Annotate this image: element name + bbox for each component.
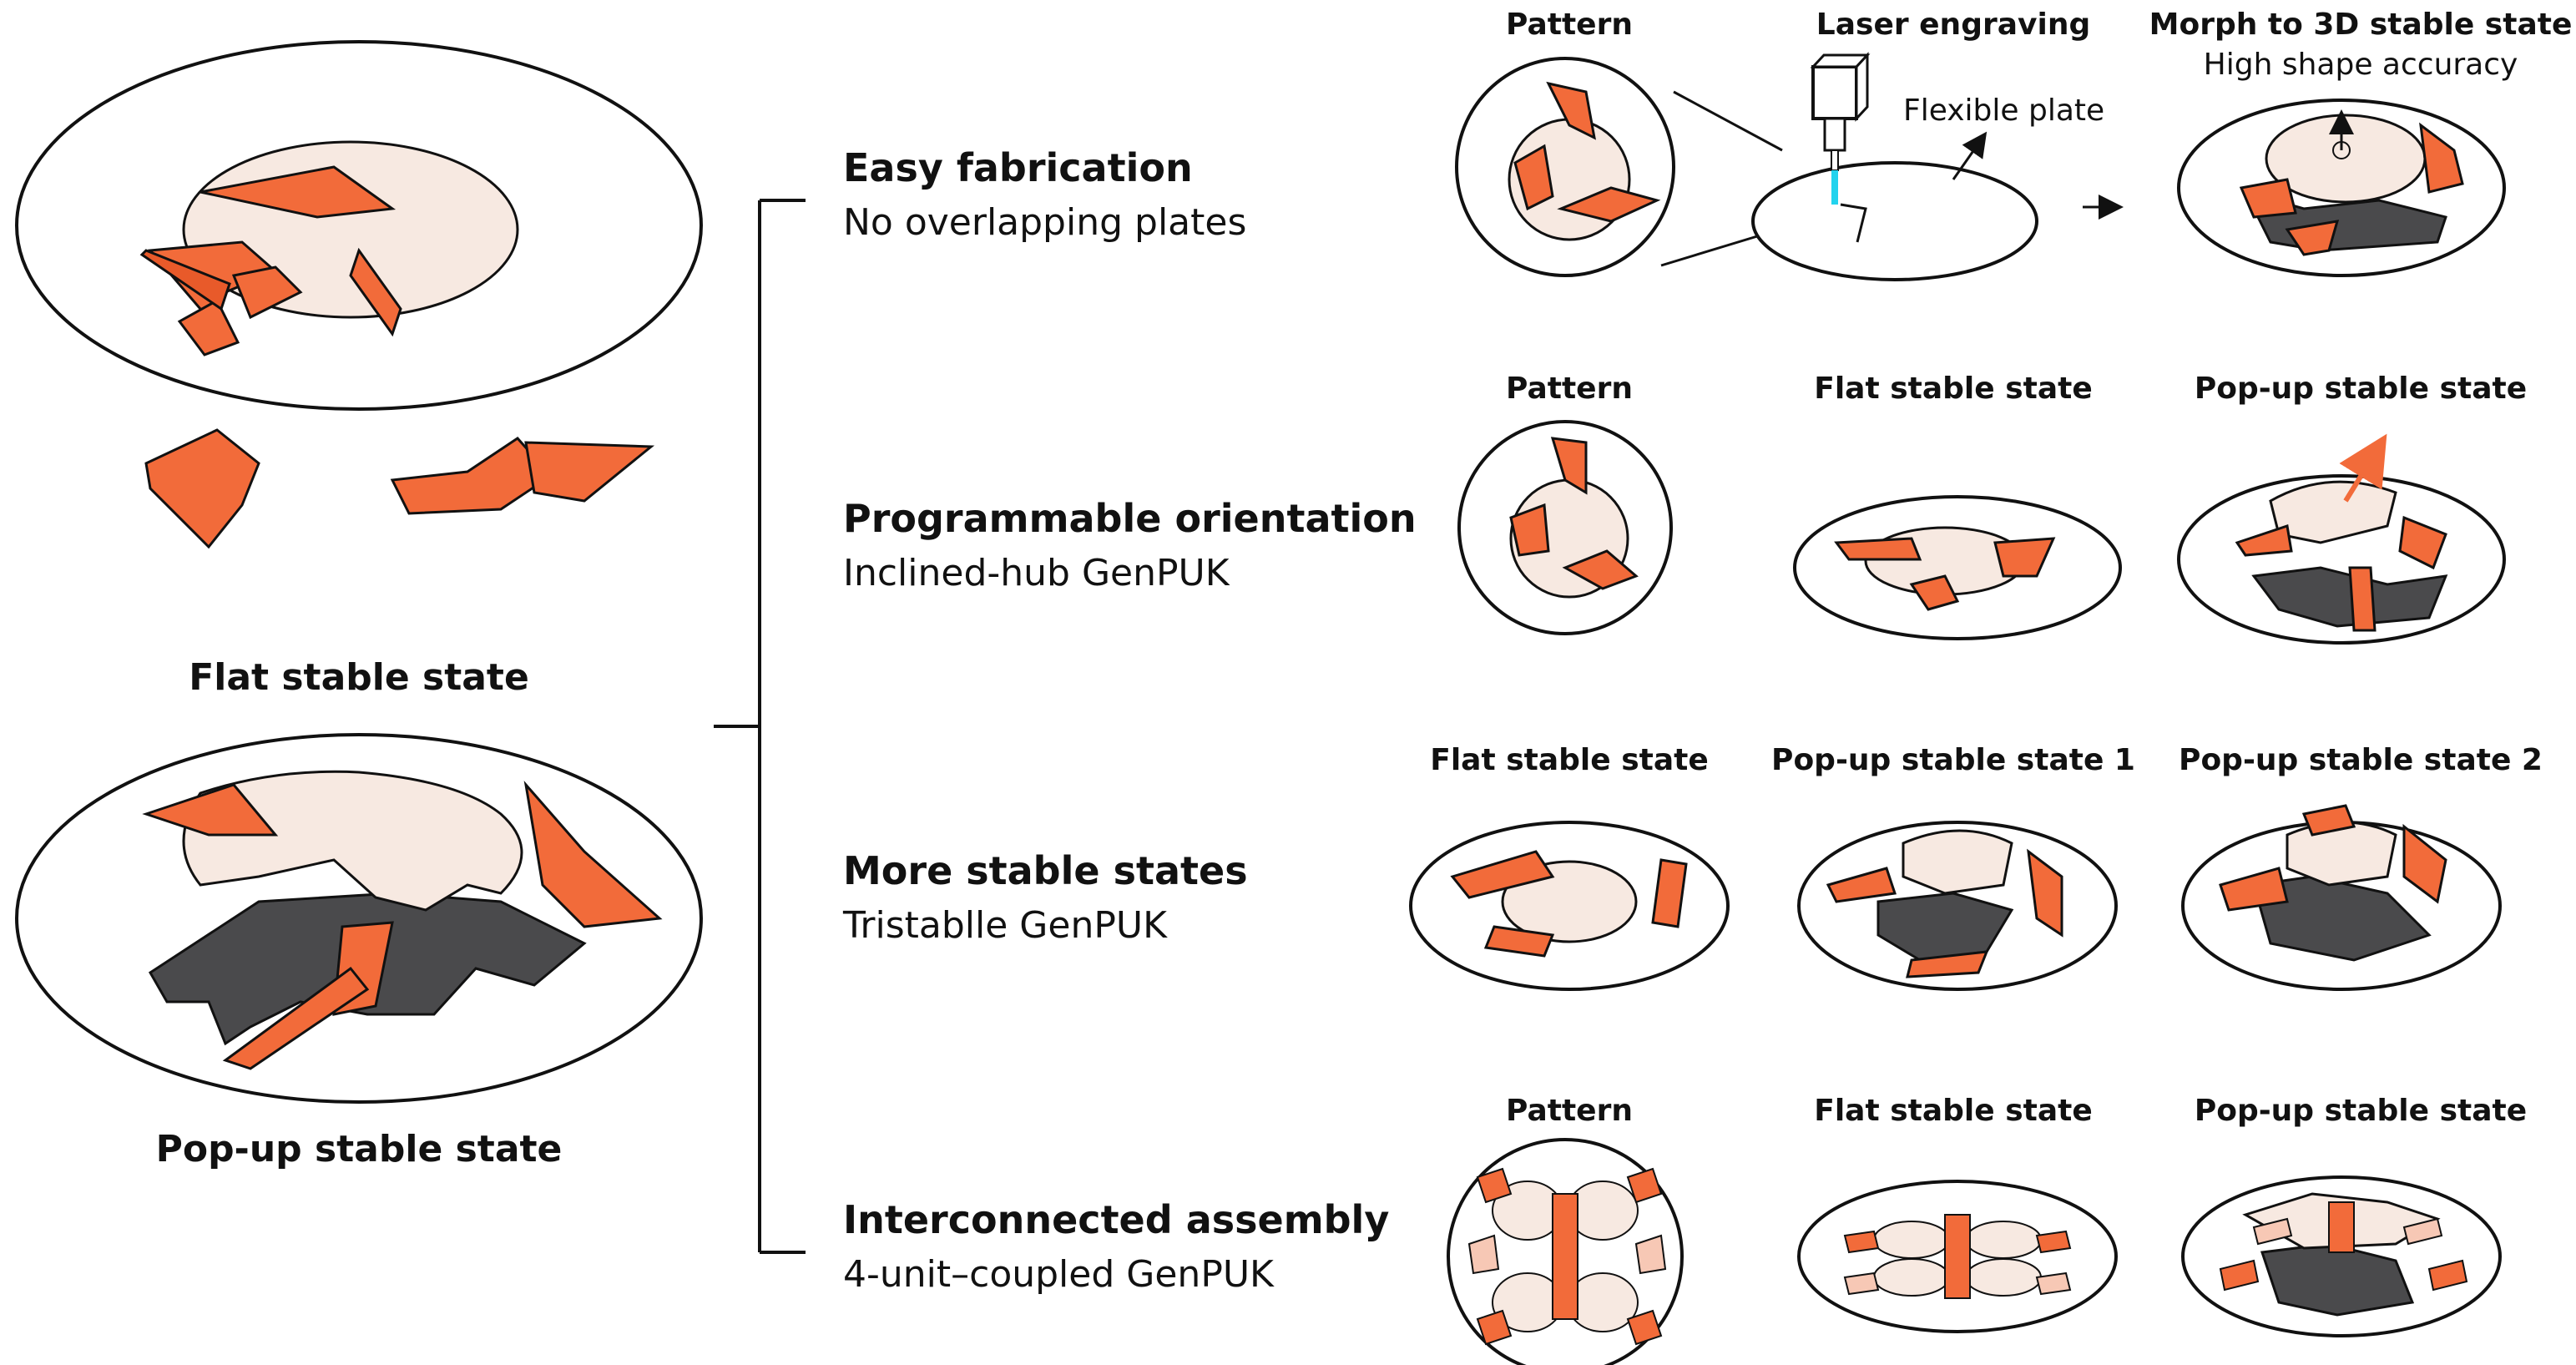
branch-title-interconnected-assembly: Interconnected assembly: [843, 1197, 1390, 1242]
row2-col2-label: Flat stable state: [1814, 372, 2093, 406]
row1-flexible-plate-note: Flexible plate: [1903, 94, 2105, 128]
branch-title-programmable-orientation: Programmable orientation: [843, 496, 1417, 541]
branch-subtitle-easy-fabrication: No overlapping plates: [843, 201, 1247, 244]
flat-state-illustration: [15, 40, 703, 549]
branch-title-more-stable-states: More stable states: [843, 848, 1248, 893]
row4-popup: [2181, 1175, 2502, 1337]
row4-col3-label: Pop-up stable state: [2194, 1094, 2528, 1128]
popup-state-illustration: [15, 733, 703, 1104]
row3-col1-label: Flat stable state: [1430, 743, 1709, 777]
flat-state-caption: Flat stable state: [189, 656, 529, 699]
branch-title-easy-fabrication: Easy fabrication: [843, 145, 1193, 190]
row1-col1-label: Pattern: [1506, 8, 1633, 42]
branch-subtitle-interconnected-assembly: 4-unit–coupled GenPUK: [843, 1253, 1274, 1296]
popup-state-caption: Pop-up stable state: [155, 1128, 563, 1170]
row1-col3-sublabel: High shape accuracy: [2203, 48, 2518, 82]
branch-subtitle-more-stable-states: Tristablle GenPUK: [843, 904, 1167, 947]
row2-flat: [1793, 495, 2122, 640]
branch-subtitle-programmable-orientation: Inclined-hub GenPUK: [843, 552, 1230, 594]
row1-col2-label: Laser engraving: [1816, 8, 2091, 42]
row1-laser: [1751, 52, 2038, 281]
row3-col2-label: Pop-up stable state 1: [1771, 743, 2135, 777]
row3-col3-label: Pop-up stable state 2: [2179, 743, 2543, 777]
row4-col2-label: Flat stable state: [1814, 1094, 2093, 1128]
row4-col1-label: Pattern: [1506, 1094, 1633, 1128]
row2-pattern: [1457, 420, 1673, 635]
row4-flat: [1797, 1180, 2118, 1333]
row3-popup2: [2181, 804, 2502, 991]
row1-col3-label: Morph to 3D stable state: [2149, 8, 2573, 42]
branch-bracket: [714, 199, 806, 1254]
row4-pattern: [1447, 1138, 1684, 1365]
row1-zoom-lines: [1660, 90, 1783, 267]
row3-popup1: [1797, 821, 2118, 991]
row1-pattern: [1455, 57, 1675, 277]
row1-morph: [2177, 99, 2506, 277]
row2-col3-label: Pop-up stable state: [2194, 372, 2528, 406]
row2-popup: [2177, 433, 2506, 645]
row3-flat: [1409, 821, 1730, 991]
row2-col1-label: Pattern: [1506, 372, 1633, 406]
